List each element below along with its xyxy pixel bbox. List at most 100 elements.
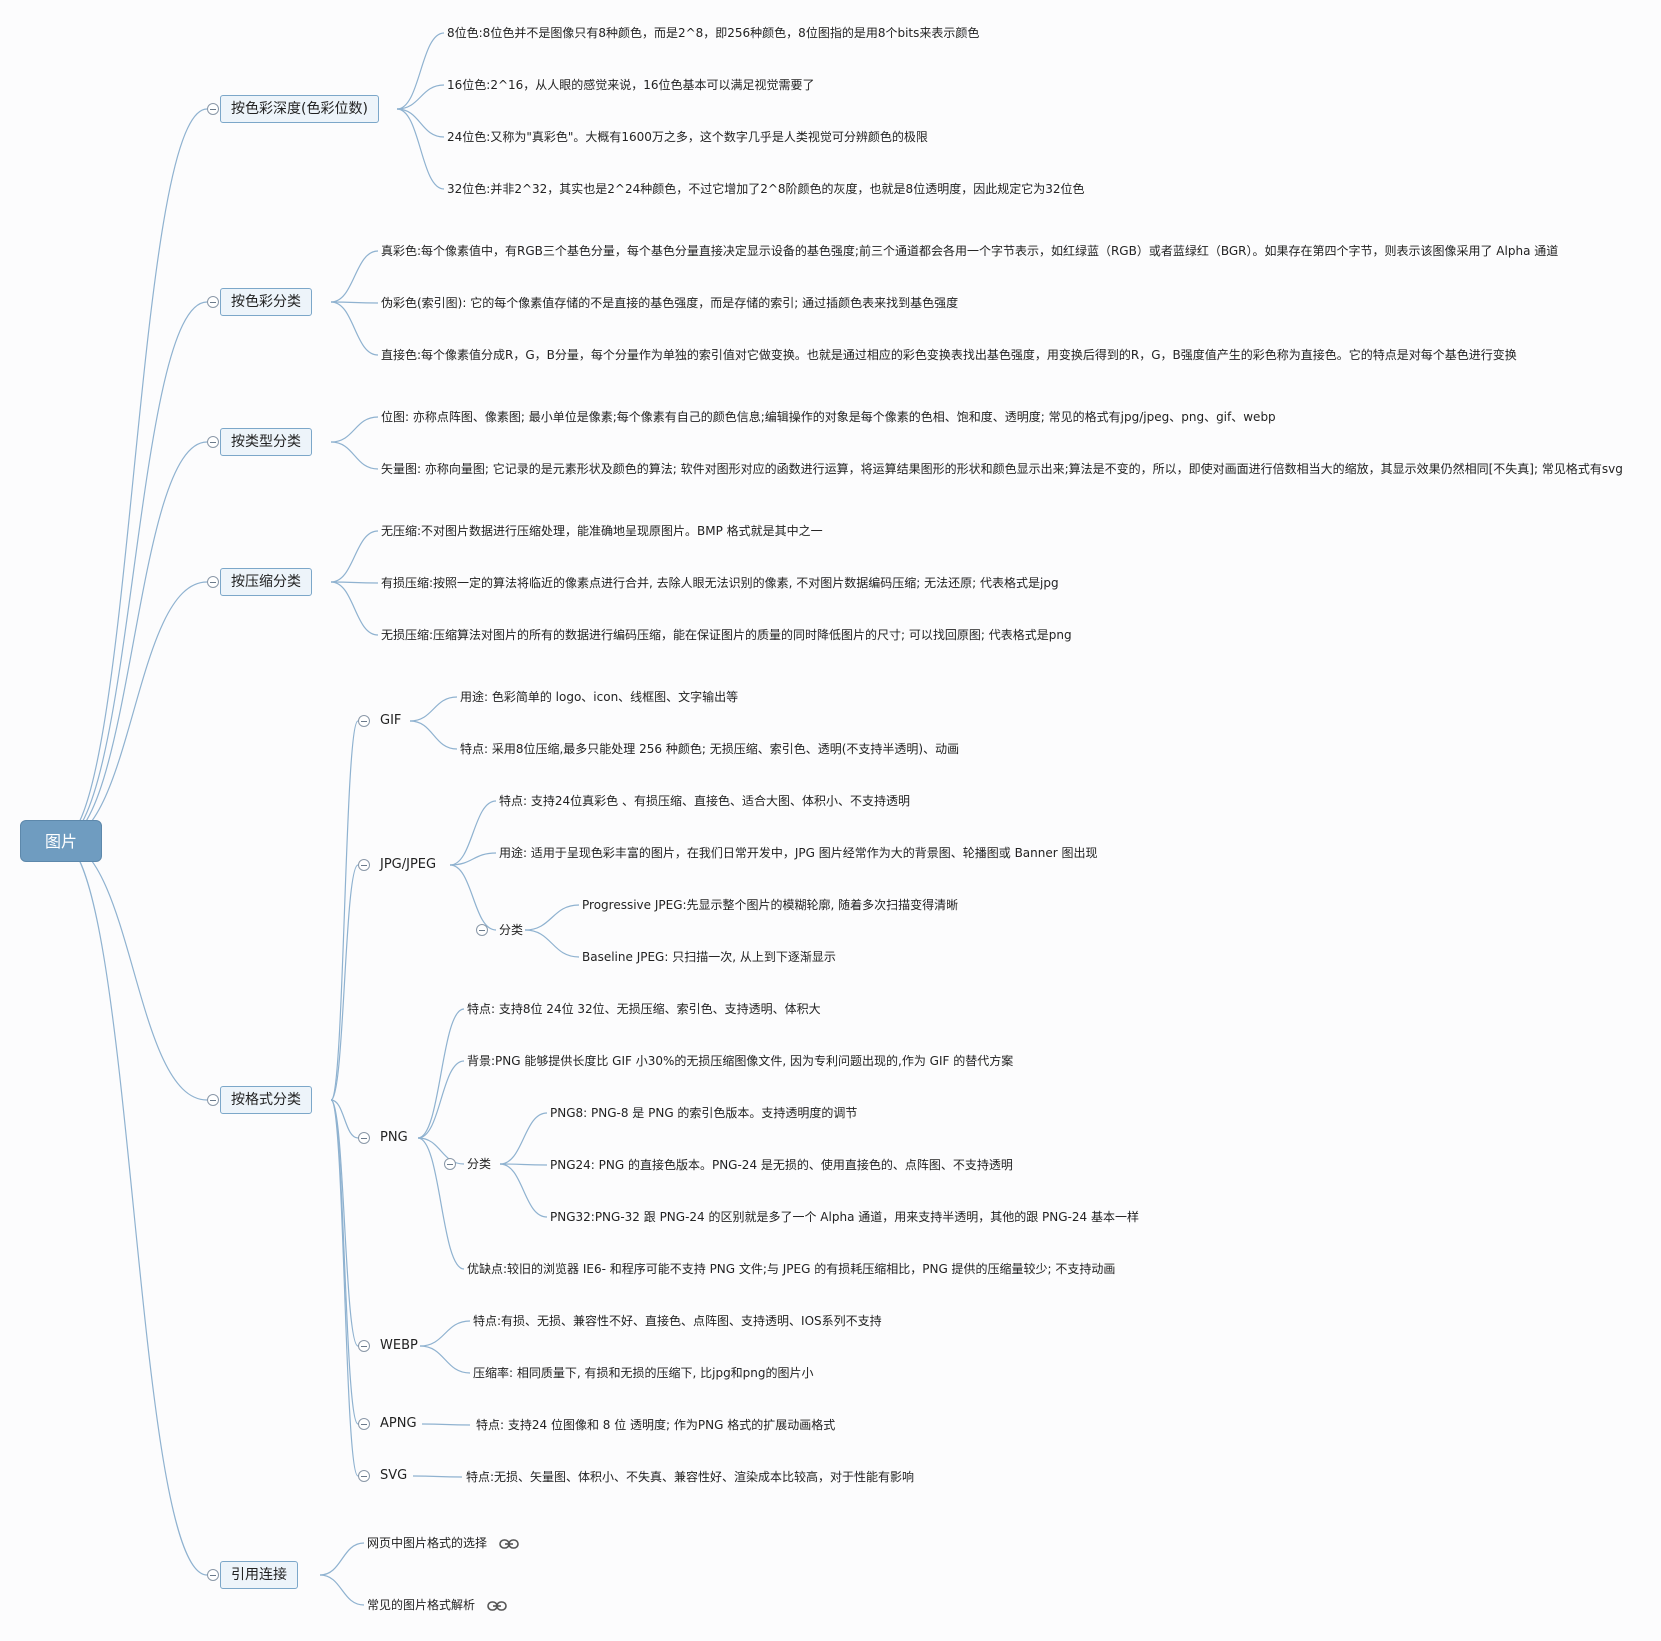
connector-line xyxy=(409,720,458,750)
collapse-toggle-icon[interactable] xyxy=(358,1418,370,1430)
branch-color-category[interactable]: 按色彩分类 xyxy=(220,288,312,316)
format-gif[interactable]: GIF xyxy=(380,713,402,728)
connector-line xyxy=(330,441,379,470)
connector-line xyxy=(419,1320,471,1347)
connector-line xyxy=(330,250,379,303)
leaf-true-color: 真彩色:每个像素值中，有RGB三个基色分量，每个基色分量直接决定显示设备的基色强… xyxy=(381,244,1559,258)
link-item-2[interactable]: 常见的图片格式解析 xyxy=(367,1597,507,1613)
leaf-pseudo-color: 伪彩色(索引图): 它的每个像素值存储的不是直接的基色强度，而是存储的索引; 通… xyxy=(381,296,959,310)
collapse-toggle-icon[interactable] xyxy=(476,924,488,936)
leaf-png-proscons: 优缺点:较旧的浏览器 IE6- 和程序可能不支持 PNG 文件;与 JPEG 的… xyxy=(467,1262,1116,1276)
connector-line xyxy=(417,1137,465,1165)
connector-line xyxy=(59,441,208,842)
connector-line xyxy=(330,1099,359,1347)
leaf-bitmap: 位图: 亦称点阵图、像素图; 最小单位是像素;每个像素有自己的颜色信息;编辑操作… xyxy=(381,410,1276,424)
link-icon[interactable] xyxy=(487,1600,507,1612)
leaf-png24: PNG24: PNG 的直接色版本。PNG-24 是无损的、使用直接色的、点阵图… xyxy=(550,1158,1013,1172)
collapse-toggle-icon[interactable] xyxy=(358,859,370,871)
link-label[interactable]: 常见的图片格式解析 xyxy=(367,1598,476,1612)
format-apng[interactable]: APNG xyxy=(380,1416,417,1431)
connector-line xyxy=(499,1112,548,1165)
leaf-no-compress: 无压缩:不对图片数据进行压缩处理，能准确地呈现原图片。BMP 格式就是其中之一 xyxy=(381,524,823,538)
branch-type-category[interactable]: 按类型分类 xyxy=(220,428,312,456)
connector-line xyxy=(330,530,379,583)
connector-line xyxy=(417,1060,465,1139)
leaf-png8: PNG8: PNG-8 是 PNG 的索引色版本。支持透明度的调节 xyxy=(550,1106,858,1120)
link-label[interactable]: 网页中图片格式的选择 xyxy=(367,1536,488,1550)
jpg-category-label[interactable]: 分类 xyxy=(499,923,524,937)
connector-line xyxy=(449,800,497,866)
leaf-gif-feature: 特点: 采用8位压缩,最多只能处理 256 种颜色; 无损压缩、索引色、透明(不… xyxy=(460,742,960,756)
connector-line xyxy=(524,929,580,958)
connector-line xyxy=(449,852,497,866)
leaf-32bit: 32位色:并非2^32，其实也是2^24种颜色，不过它增加了2^8阶颜色的灰度，… xyxy=(447,182,1085,196)
leaf-lossless: 无损压缩:压缩算法对图片的所有的数据进行编码压缩，能在保证图片的质量的同时降低图… xyxy=(381,628,1072,642)
leaf-8bit: 8位色:8位色并不是图像只有8种颜色，而是2^8，即256种颜色，8位图指的是用… xyxy=(447,26,980,40)
connector-line xyxy=(330,864,359,1101)
collapse-toggle-icon[interactable] xyxy=(207,576,219,588)
connector-line xyxy=(330,581,379,584)
connector-line xyxy=(524,904,580,931)
branch-links[interactable]: 引用连接 xyxy=(220,1561,298,1589)
branch-format-category[interactable]: 按格式分类 xyxy=(220,1086,312,1114)
connector-line xyxy=(330,301,379,356)
connector-line xyxy=(330,581,379,636)
collapse-toggle-icon[interactable] xyxy=(207,296,219,308)
connector-line xyxy=(330,301,379,304)
branch-color-depth[interactable]: 按色彩深度(色彩位数) xyxy=(220,95,379,123)
connector-line xyxy=(330,416,379,443)
collapse-toggle-icon[interactable] xyxy=(207,1094,219,1106)
root-node[interactable]: 图片 xyxy=(20,820,102,862)
connector-line xyxy=(396,84,445,110)
connector-line xyxy=(330,1099,359,1139)
leaf-lossy: 有损压缩:按照一定的算法将临近的像素点进行合并, 去除人眼无法识别的像素, 不对… xyxy=(381,576,1059,590)
leaf-webp-ratio: 压缩率: 相同质量下, 有损和无损的压缩下, 比jpg和png的图片小 xyxy=(473,1366,814,1380)
connector-line xyxy=(59,581,208,842)
leaf-baseline-jpeg: Baseline JPEG: 只扫描一次, 从上到下逐渐显示 xyxy=(582,950,836,964)
leaf-progressive-jpeg: Progressive JPEG:先显示整个图片的模糊轮廓, 随着多次扫描变得清… xyxy=(582,898,959,912)
collapse-toggle-icon[interactable] xyxy=(358,715,370,727)
leaf-16bit: 16位色:2^16，从人眼的感觉来说，16位色基本可以满足视觉需要了 xyxy=(447,78,815,92)
leaf-gif-use: 用途: 色彩简单的 logo、icon、线框图、文字输出等 xyxy=(460,690,739,704)
leaf-vector: 矢量图: 亦称向量图; 它记录的是元素形状及颜色的算法; 软件对图形对应的函数进… xyxy=(381,462,1623,476)
connector-line xyxy=(499,1163,548,1218)
format-jpg[interactable]: JPG/JPEG xyxy=(380,857,437,872)
connector-line xyxy=(499,1163,548,1166)
leaf-png-feature: 特点: 支持8位 24位 32位、无损压缩、索引色、支持透明、体积大 xyxy=(467,1002,821,1016)
branch-compress-category[interactable]: 按压缩分类 xyxy=(220,568,312,596)
connector-line xyxy=(409,696,458,722)
leaf-png32: PNG32:PNG-32 跟 PNG-24 的区别就是多了一个 Alpha 通道… xyxy=(550,1210,1139,1224)
connector-line xyxy=(396,32,445,110)
collapse-toggle-icon[interactable] xyxy=(207,436,219,448)
png-category-label[interactable]: 分类 xyxy=(467,1157,492,1171)
connector-line xyxy=(421,1423,471,1426)
connector-line xyxy=(59,840,208,1101)
connector-line xyxy=(417,1137,465,1270)
connector-line xyxy=(59,301,208,842)
collapse-toggle-icon[interactable] xyxy=(358,1132,370,1144)
collapse-toggle-icon[interactable] xyxy=(444,1158,456,1170)
connector-line xyxy=(417,1008,465,1139)
collapse-toggle-icon[interactable] xyxy=(207,1569,219,1581)
leaf-webp-feature: 特点:有损、无损、兼容性不好、直接色、点阵图、支持透明、IOS系列不支持 xyxy=(473,1314,882,1328)
collapse-toggle-icon[interactable] xyxy=(207,103,219,115)
connector-line xyxy=(330,1099,359,1425)
format-png[interactable]: PNG xyxy=(380,1130,408,1145)
collapse-toggle-icon[interactable] xyxy=(358,1470,370,1482)
connector-line xyxy=(319,1574,365,1606)
connector-line xyxy=(412,1475,463,1478)
connector-line xyxy=(396,108,445,190)
connector-line xyxy=(330,720,359,1101)
connector-line xyxy=(319,1542,365,1576)
collapse-toggle-icon[interactable] xyxy=(358,1340,370,1352)
link-item-1[interactable]: 网页中图片格式的选择 xyxy=(367,1535,519,1551)
connector-line xyxy=(59,840,208,1576)
link-icon[interactable] xyxy=(499,1538,519,1550)
leaf-direct-color: 直接色:每个像素值分成R，G，B分量，每个分量作为单独的索引值对它做变换。也就是… xyxy=(381,348,1517,362)
format-svg[interactable]: SVG xyxy=(380,1468,408,1483)
leaf-png-background: 背景:PNG 能够提供长度比 GIF 小30%的无损压缩图像文件, 因为专利问题… xyxy=(467,1054,1014,1068)
format-webp[interactable]: WEBP xyxy=(380,1338,418,1353)
connector-line xyxy=(419,1345,471,1374)
